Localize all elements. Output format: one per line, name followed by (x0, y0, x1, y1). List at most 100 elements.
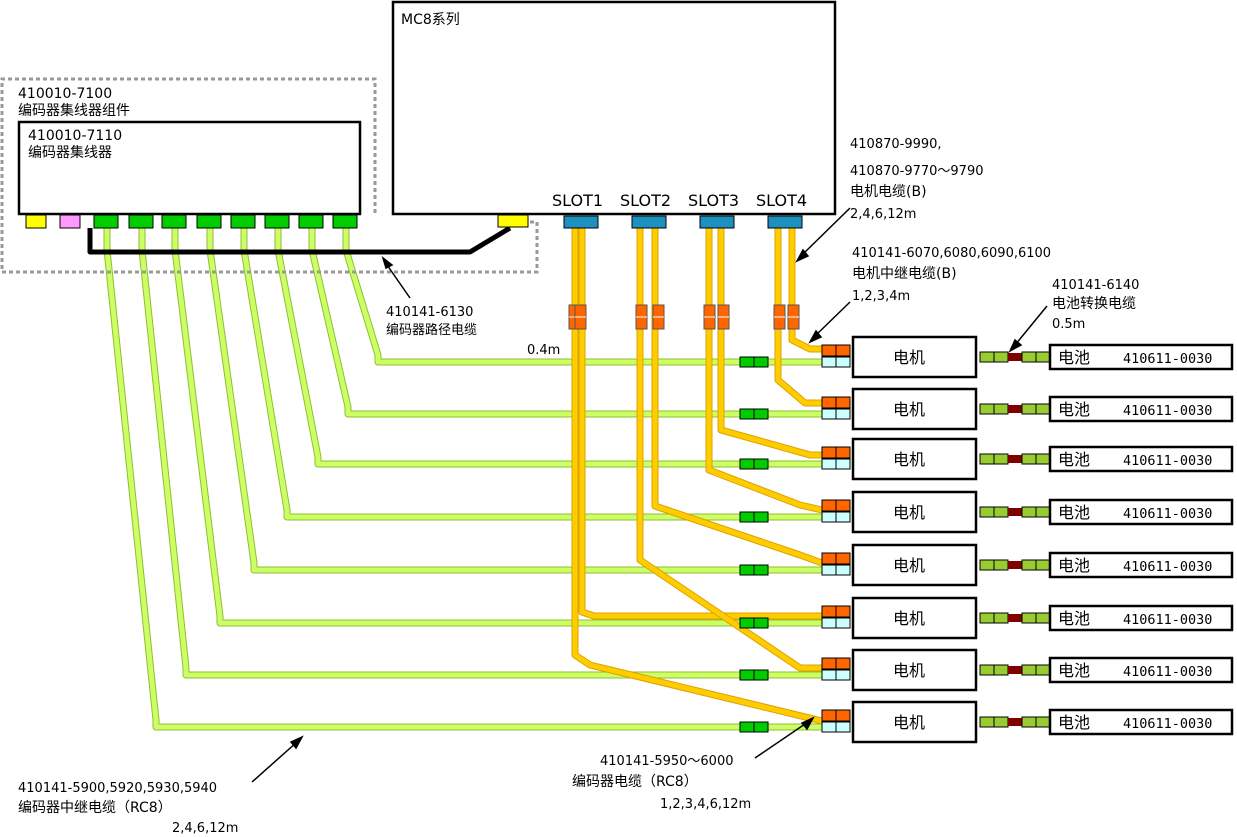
battery-conv-plug-a-3-2 (993, 453, 1009, 465)
encoder-relay-cable-2 (309, 228, 740, 417)
motor-relay-lengths: 1,2,3,4m (852, 289, 910, 304)
battery-label-3: 电池 (1058, 450, 1090, 469)
hub-assembly-code: 410010-7100 (18, 86, 112, 102)
motor-label-8: 电机 (893, 713, 925, 732)
encoder-relay-lengths: 2,4,6,12m (172, 821, 238, 836)
motor-box-6 (851, 596, 978, 640)
battery-conv-plug-b-5-2 (1035, 559, 1051, 571)
hub-box (17, 120, 362, 216)
encoder-relay-cable-1-edge (342, 228, 740, 366)
battery-box-6 (1048, 604, 1234, 632)
slot2-connector (631, 215, 667, 229)
battery-conv-cable-3 (1008, 455, 1022, 463)
battery-conv-plug-b-4-2 (1035, 506, 1051, 518)
battery-conv-plug-b-7-2 (1035, 664, 1051, 676)
slot2-label: SLOT2 (620, 191, 671, 210)
hub-path-code: 410141-6130 (386, 305, 473, 320)
motor-box-5 (851, 543, 978, 587)
battery-conv-plug-a-7-2 (993, 664, 1009, 676)
motor-box-1 (851, 335, 978, 379)
battery-conv-plug-b-8-1 (1021, 716, 1037, 728)
battery-conv-cable-5 (1008, 561, 1022, 569)
battery-label-2: 电池 (1058, 400, 1090, 419)
battery-conv-plug-b-2-2 (1035, 403, 1051, 415)
battery-code-1: 410611-0030 (1123, 351, 1212, 367)
battery-conv-cable-4 (1008, 508, 1022, 516)
short-cable-length: 0.4m (527, 343, 560, 358)
motor-relay-name: 电机中继电缆(B) (852, 266, 957, 282)
controller-box (391, 0, 837, 216)
encoder-relay-cable-8 (104, 228, 740, 730)
slot4-label: SLOT4 (756, 191, 807, 210)
battery-code-7: 410611-0030 (1123, 664, 1212, 680)
battery-conv-cable-7 (1008, 666, 1022, 674)
battery-conv-plug-a-2-1 (979, 403, 995, 415)
hub-encoder-port-4 (196, 214, 222, 229)
hub-encoder-port-1 (93, 214, 119, 229)
battery-conv-plug-a-5-1 (979, 559, 995, 571)
encoder-cable-lengths: 1,2,3,4,6,12m (660, 797, 751, 812)
battery-box-8 (1048, 708, 1234, 736)
battery-conv-plug-a-1-2 (993, 351, 1009, 363)
hub-encoder-port-8 (332, 214, 358, 229)
motor-cable-slot1-2 (572, 228, 823, 724)
hub-path-cable (87, 225, 512, 255)
motor-cable-codes-2: 410870-9770～9790 (850, 164, 984, 179)
battery-conv-plug-a-5-2 (993, 559, 1009, 571)
battery-label-6: 电池 (1058, 609, 1090, 628)
battery-box-7 (1048, 656, 1234, 684)
motor-label-3: 电机 (893, 450, 925, 469)
battery-code-8: 410611-0030 (1123, 716, 1212, 732)
slot3-connector (699, 215, 735, 229)
encoder-relay-cable-3 (275, 228, 740, 467)
motor-label-5: 电机 (893, 556, 925, 575)
battery-conv-name: 电池转换电缆 (1052, 295, 1136, 312)
motor-cable-codes-1: 410870-9990, (850, 137, 942, 152)
encoder-relay-cable-5 (207, 228, 740, 573)
motor-cable-slot4-2 (775, 228, 822, 406)
motor-cable-slot3-1-edge (717, 228, 822, 459)
slot4-connector (767, 215, 803, 229)
encoder-cable-codes: 410141-5950～6000 (600, 754, 734, 769)
battery-conv-plug-a-8-1 (979, 716, 995, 728)
battery-label-8: 电池 (1058, 713, 1090, 732)
slot1-label: SLOT1 (552, 191, 603, 210)
slot1-connector (563, 215, 599, 229)
battery-label-7: 电池 (1058, 661, 1090, 680)
hub-encoder-port-5 (230, 214, 256, 229)
battery-code-6: 410611-0030 (1123, 612, 1212, 628)
battery-label-1: 电池 (1058, 348, 1090, 367)
annotation-arrows (251, 207, 1048, 783)
motor-cable-slot4-1 (789, 228, 822, 352)
motor-box-8 (851, 700, 978, 744)
encoder-relay-cable-7 (139, 228, 740, 678)
battery-code-3: 410611-0030 (1123, 453, 1212, 469)
encoder-relay-name: 编码器中继电缆（RC8） (18, 800, 172, 816)
motor-cable-slot2-2 (637, 228, 822, 671)
encoder-relay-cable-2-edge (308, 228, 740, 418)
battery-conv-length: 0.5m (1052, 317, 1085, 332)
motor-relay-codes: 410141-6070,6080,6090,6100 (852, 246, 1051, 261)
motor-box-7 (851, 648, 978, 692)
encoder-relay-cable-1 (343, 228, 740, 365)
battery-conv-plug-b-5-1 (1021, 559, 1037, 571)
battery-label-5: 电池 (1058, 556, 1090, 575)
battery-code-4: 410611-0030 (1123, 506, 1212, 522)
battery-code-5: 410611-0030 (1123, 559, 1212, 575)
battery-conv-plug-b-1-1 (1021, 351, 1037, 363)
controller-hub-port (497, 214, 529, 228)
motor-cable-name: 电机电缆(B) (850, 184, 927, 200)
battery-conv-plug-b-3-2 (1035, 453, 1051, 465)
battery-conv-plug-b-8-2 (1035, 716, 1051, 728)
hub-name: 编码器集线器 (28, 144, 112, 161)
battery-conv-plug-b-4-1 (1021, 506, 1037, 518)
hub-path-name: 编码器路径电缆 (386, 322, 477, 338)
battery-conv-plug-a-4-1 (979, 506, 995, 518)
battery-conv-plug-b-7-1 (1021, 664, 1037, 676)
hub-code: 410010-7110 (28, 128, 122, 144)
battery-conv-cable-2 (1008, 405, 1022, 413)
encoder-relay-cable-4 (241, 228, 740, 520)
hub-encoder-port-2 (128, 214, 154, 229)
battery-conv-plug-b-3-1 (1021, 453, 1037, 465)
